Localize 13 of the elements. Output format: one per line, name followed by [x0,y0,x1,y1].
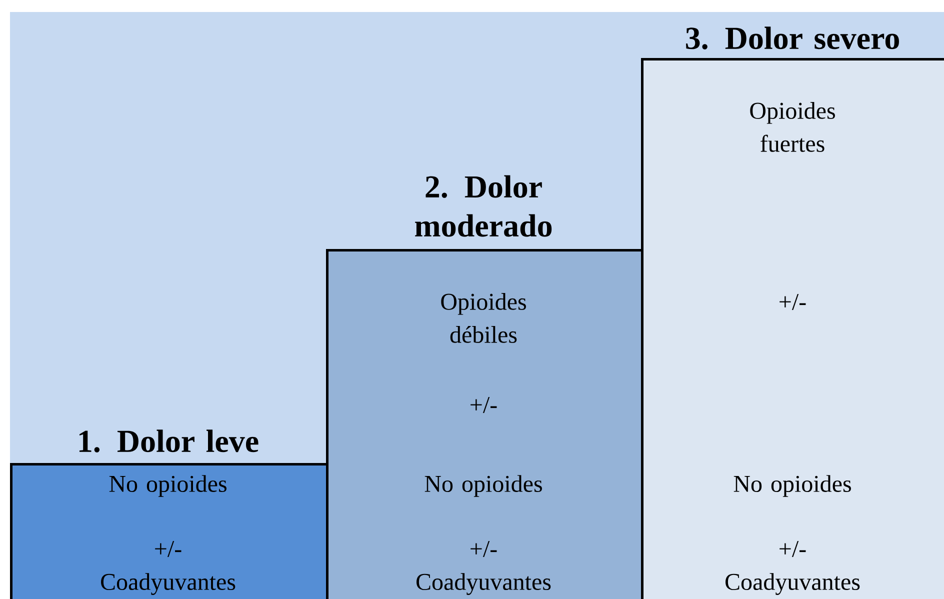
treatment-text: No opioides [109,475,226,497]
treatment-text: +/- [780,294,806,310]
treatment-text: Opioides débiles [441,293,526,343]
treatment-text: No opioides [424,475,542,497]
treatment-text: +/- Coadyuvantes [101,540,236,595]
step-heading: 1. Dolor leve [79,430,258,452]
treatment-text: +/- Coadyuvantes [416,540,551,595]
step-heading: 3. Dolor severo [686,26,899,50]
treatment-text: +/- Coadyuvantes [726,540,860,595]
treatment-text: +/- [470,396,497,414]
treatment-text: Opioides fuertes [750,102,835,152]
treatment-text: No opioides [734,475,851,497]
step-heading: 2. Dolor moderado [415,175,552,237]
